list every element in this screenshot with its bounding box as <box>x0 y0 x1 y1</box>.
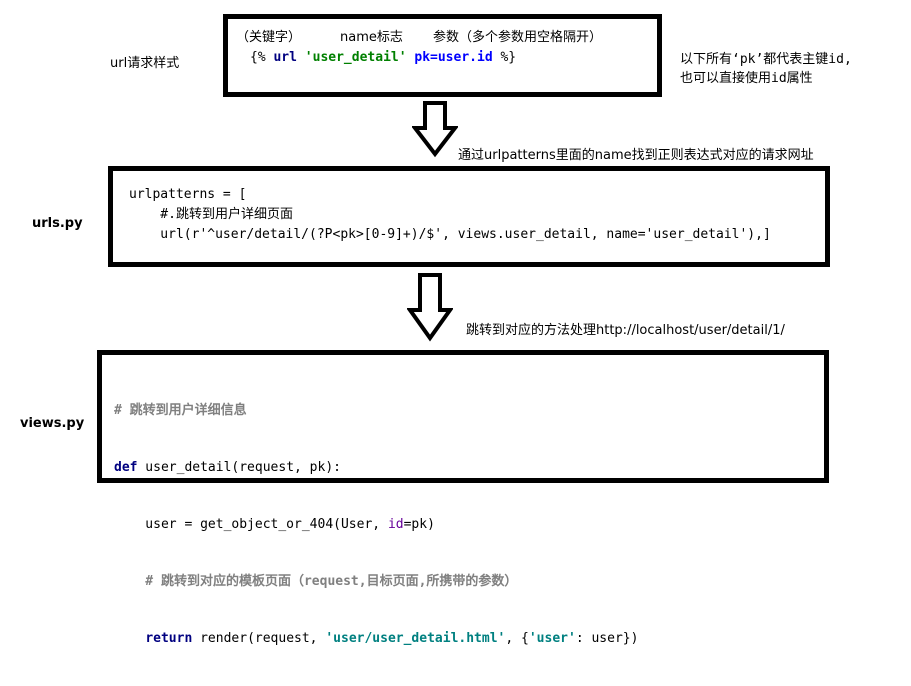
header-keyword: （关键字） <box>236 30 302 45</box>
urls-code: urlpatterns = [ #.跳转到用户详细页面 url(r'^user/… <box>129 187 771 242</box>
views-code: # 跳转到用户详细信息 def user_detail(request, pk)… <box>114 403 639 646</box>
urls-box: urlpatterns = [ #.跳转到用户详细页面 url(r'^user/… <box>108 166 830 267</box>
template-tag-code: {% url 'user_detail' pk=user.id %} <box>250 50 517 65</box>
down-arrow-icon <box>407 273 453 342</box>
arrow1-text: 通过urlpatterns里面的name找到正则表达式对应的请求网址 <box>458 148 814 163</box>
arrow2-text: 跳转到对应的方法处理http://localhost/user/detail/1… <box>466 323 785 338</box>
header-params: 参数（多个参数用空格隔开） <box>433 30 603 45</box>
header-name: name标志 <box>340 30 403 45</box>
urls-py-label: urls.py <box>32 216 83 231</box>
url-style-label: url请求样式 <box>110 56 180 71</box>
pk-note: 以下所有‘pk’都代表主键id,也可以直接使用id属性 <box>680 52 852 86</box>
views-box: # 跳转到用户详细信息 def user_detail(request, pk)… <box>97 350 829 646</box>
down-arrow-icon <box>412 101 458 158</box>
template-tag-box: （关键字） name标志 参数（多个参数用空格隔开） {% url 'user_… <box>223 14 662 97</box>
views-py-label: views.py <box>20 416 85 431</box>
